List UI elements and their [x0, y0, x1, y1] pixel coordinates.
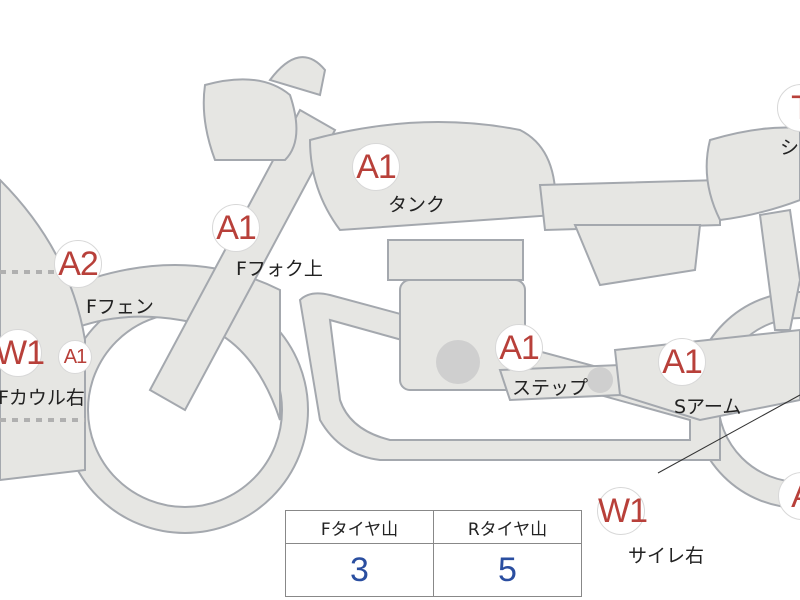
marker-label: Fフェン — [86, 296, 154, 318]
marker-label: Fカウル右 — [0, 387, 85, 409]
rear-shock — [758, 208, 800, 331]
marker-label: ステップ — [512, 377, 589, 399]
marker-label: シ — [780, 137, 800, 159]
marker-badge[interactable]: A1 — [58, 340, 92, 374]
tire-tread-table: Fタイヤ山 Rタイヤ山 3 5 — [285, 510, 582, 597]
rear-tire-value: 5 — [433, 543, 582, 597]
side-cover — [573, 224, 702, 287]
rear-tire-header: Rタイヤ山 — [433, 510, 582, 544]
rear-seat — [705, 126, 800, 222]
marker-label: タンク — [388, 194, 446, 216]
mirror — [268, 56, 327, 97]
headlight — [202, 78, 298, 161]
marker-label: Sアーム — [674, 396, 742, 418]
marker-badge[interactable]: A1 — [352, 143, 400, 191]
step-knob — [587, 367, 613, 393]
engine-head — [387, 239, 524, 281]
front-tire-value: 3 — [285, 543, 434, 597]
marker-badge[interactable]: W1 — [0, 329, 45, 377]
marker-badge[interactable]: A2 — [54, 240, 102, 288]
marker-badge[interactable]: A1 — [658, 338, 706, 386]
marker-badge[interactable]: W1 — [597, 487, 648, 535]
engine-cover — [436, 340, 480, 384]
marker-label: サイレ右 — [628, 545, 705, 567]
front-fork — [148, 108, 337, 412]
marker-badge[interactable]: A1 — [212, 204, 260, 252]
marker-label: Fフォク上 — [236, 258, 323, 280]
front-tire-header: Fタイヤ山 — [285, 510, 434, 544]
marker-badge[interactable]: A1 — [495, 324, 543, 372]
leader-line — [657, 394, 800, 474]
seat — [538, 178, 721, 232]
